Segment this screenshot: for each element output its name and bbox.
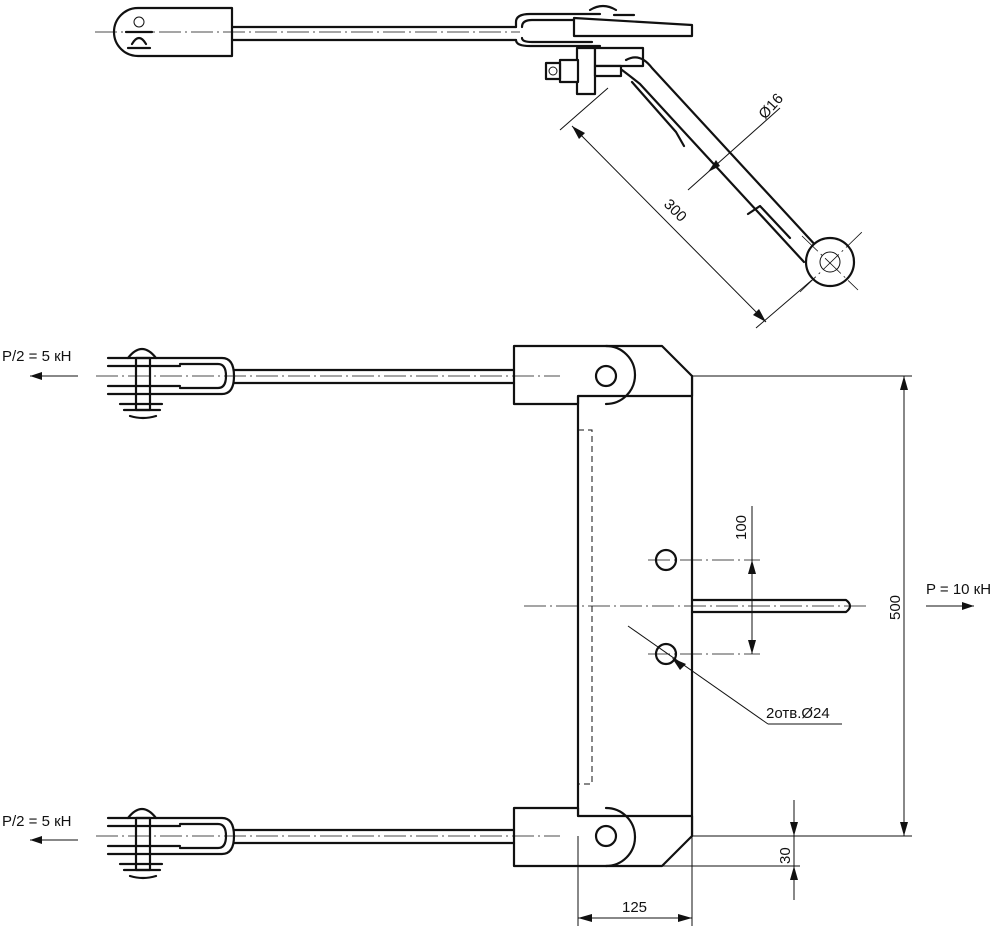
dim-diameter-leader	[687, 107, 781, 191]
dim-length-arrow1	[572, 126, 585, 139]
label-load-right: P = 10 кН	[926, 581, 991, 598]
front-bottom-lug-arc	[604, 806, 637, 868]
dim-100-arrow-top	[748, 560, 756, 574]
dim-30-arrow-bottom	[790, 866, 798, 880]
load-arrowhead-bottom	[30, 836, 42, 844]
top-inclined-rod-step2	[746, 204, 792, 240]
front-bottom-hole	[594, 824, 618, 848]
label-diameter: Ø16	[755, 90, 787, 122]
front-top-lug	[512, 344, 694, 406]
top-view: Ø16 300	[95, 4, 863, 329]
dim-holes-leader	[627, 625, 769, 725]
top-bolt-tip	[544, 61, 562, 81]
dim-125-arrow-right	[678, 914, 692, 922]
top-inclined-rod-step	[630, 80, 686, 148]
top-bolt-end	[548, 66, 558, 76]
label-length: 300	[660, 196, 690, 226]
label-load-left-bottom: P/2 = 5 кН	[2, 813, 72, 830]
label-dim-30: 30	[777, 847, 794, 864]
load-arrowhead-right	[962, 602, 974, 610]
label-load-left-top: P/2 = 5 кН	[2, 348, 72, 365]
label-dim-500: 500	[887, 595, 904, 620]
top-eye-end	[112, 6, 234, 58]
dim-length-arrow2	[753, 309, 766, 322]
front-view: P/2 = 5 кН P/2 = 5 кН P = 10 кН 500 100 …	[2, 344, 991, 926]
dim-100-arrow-bottom	[748, 640, 756, 654]
front-hidden-edge	[578, 429, 593, 785]
front-top-clevis-inner	[178, 362, 228, 390]
label-dim-125: 125	[622, 899, 647, 916]
front-top-clevis-outer	[106, 356, 236, 396]
front-bottom-pin-head	[126, 807, 158, 820]
top-end-eye-cl2	[801, 235, 859, 291]
top-inclined-rod-edge2	[620, 68, 806, 264]
top-plate	[572, 16, 694, 38]
front-top-lug-arc	[604, 344, 637, 406]
dim-holes-arrow	[672, 658, 686, 670]
dim-30-arrow-top	[790, 822, 798, 836]
dim-500-arrow-bottom	[900, 822, 908, 836]
front-bottom-clevis-outer	[106, 816, 236, 856]
label-dim-holes: 2отв.Ø24	[766, 705, 830, 722]
label-dim-100: 100	[733, 515, 750, 540]
front-bottom-pin-cotter	[118, 862, 164, 880]
top-eye-pin	[133, 16, 145, 28]
front-top-hole	[594, 364, 618, 388]
dim-length-ext2	[755, 279, 813, 329]
front-bottom-lug	[512, 806, 694, 868]
dim-500-arrow-top	[900, 376, 908, 390]
front-top-pin-cotter	[118, 402, 164, 420]
dim-length-line	[571, 125, 767, 323]
top-nut	[575, 46, 597, 96]
load-arrowhead-top	[30, 372, 42, 380]
front-top-pin-head	[126, 347, 158, 360]
top-pin-head	[588, 4, 618, 12]
top-clevis-loop	[514, 12, 602, 48]
top-end-eye	[804, 236, 856, 288]
dim-125-arrow-left	[578, 914, 592, 922]
top-end-eye-hole	[819, 251, 841, 273]
dim-length-ext1	[559, 87, 609, 131]
top-bracket-base	[593, 64, 623, 78]
dim-diameter-arrow	[708, 160, 720, 172]
top-bolt-head	[558, 58, 580, 84]
top-clevis-inner	[520, 18, 594, 44]
front-bottom-clevis-inner	[178, 822, 228, 850]
top-inclined-rod-edge1	[624, 56, 820, 250]
top-eye-hook	[124, 30, 154, 50]
